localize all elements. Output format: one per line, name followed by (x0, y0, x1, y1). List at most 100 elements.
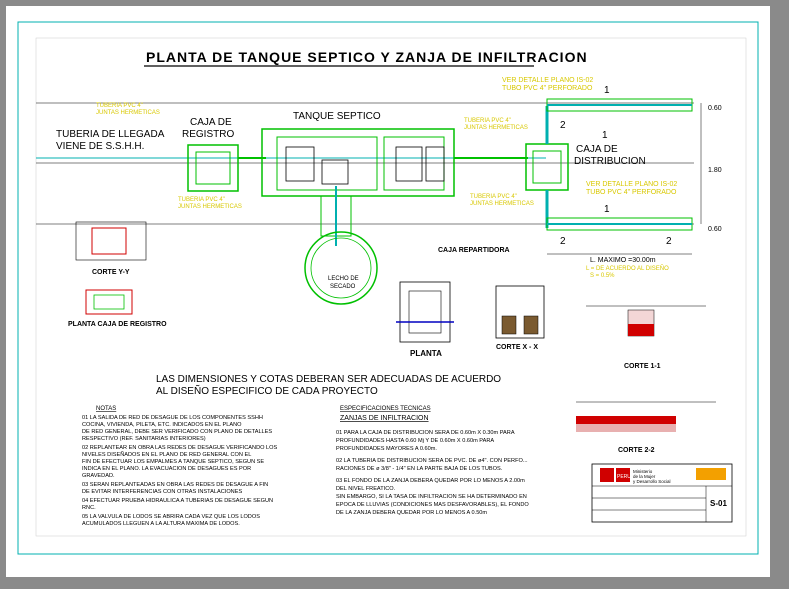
inner-frame (17, 21, 759, 555)
detalle-label: VER DETALLE PLANO IS-02 (586, 181, 677, 188)
section-marker: 1 (604, 85, 610, 96)
nota-line: 04 EFECTUAR PRUEBA HIDRAULICA A TUBERIAS… (82, 498, 273, 504)
lecho-label: SECADO (330, 284, 356, 290)
corte-22-label: CORTE 2-2 (618, 447, 655, 454)
drawing-sheet: PLANTA DE TANQUE SEPTICO Y ZANJA DE INFI… (6, 6, 770, 577)
spec-line: 02 LA TUBERIA DE DISTRIBUCION SERA DE PV… (336, 458, 528, 464)
planta-label: PLANTA (410, 349, 442, 358)
nota-line: RESPECTIVO (REF. SANITARIAS INTERIORES) (82, 436, 206, 442)
zanjas-heading: ZANJAS DE INFILTRACION (340, 415, 429, 422)
lecho-secado-circle-inner (310, 237, 372, 299)
planta-caja-registro-label: PLANTA CAJA DE REGISTRO (68, 321, 167, 328)
nota-line: FIN DE EFECTUAR LOS EMPALMES A TANQUE SE… (82, 459, 264, 465)
nota-line: 05 LA VALVULA DE LODOS SE ABRIRA CADA VE… (82, 514, 260, 520)
spec-line: DE LA ZANJA DEBERA QUEDAR POR LO MENOS A… (336, 510, 487, 516)
tanque-box (321, 159, 349, 185)
ministerio-label: y Desarrollo Social (633, 479, 671, 484)
nota-line: COCINA, VIVIENDA, PILETA, ETC. INDICADOS… (82, 422, 242, 428)
nota-line: INDICA EN EL PLANO. LA EVACUACION DE DES… (82, 466, 251, 472)
peru-logo-box (616, 468, 630, 482)
tanque-chamber-2 (383, 136, 445, 191)
section-marker: 2 (560, 236, 566, 247)
tuberia-label: JUNTAS HERMETICAS (470, 201, 534, 207)
notice-text: AL DISEÑO ESPECIFICO DE CADA PROYECTO (156, 384, 378, 397)
lecho-label: LECHO DE (328, 276, 359, 282)
nota-line: RNC. (82, 505, 96, 511)
corte-11-label: CORTE 1-1 (624, 363, 661, 370)
notice-text: LAS DIMENSIONES Y COTAS DEBERAN SER ADEC… (156, 374, 501, 385)
tuberia-label: TUBERIA PVC 4" (470, 194, 517, 200)
tuberia-label: JUNTAS HERMETICAS (96, 110, 160, 116)
logo-emblem (600, 468, 614, 482)
tuberia-label: JUNTAS HERMETICAS (178, 204, 242, 210)
section-marker: 1 (604, 204, 610, 215)
corte-y-inner (91, 227, 127, 255)
nota-line: 01 LA SALIDA DE RED DE DESAGUE DE LOS CO… (82, 415, 263, 421)
spec-line: 03 EL FONDO DE LA ZANJA DEBERA QUEDAR PO… (336, 478, 525, 484)
detalle-label: TUBO PVC 4" PERFORADO (586, 189, 677, 196)
dimension-label: 0.60 (708, 105, 722, 112)
section-marker: 2 (666, 236, 672, 247)
notas-list: 01 LA SALIDA DE RED DE DESAGUE DE LOS CO… (82, 415, 277, 527)
spec-line: PROFUNDIDADES HASTA 0.60 Mj Y DE 0.60m X… (336, 438, 494, 444)
dimension-label: 1.80 (708, 167, 722, 174)
especificaciones-heading: ESPECIFICACIONES TECNICAS (340, 406, 431, 412)
lecho-secado-circle (304, 231, 378, 305)
tanque-box (425, 146, 445, 182)
tanque-box (395, 146, 423, 182)
tanque-chamber-1 (276, 136, 378, 191)
corte-x-gravel (501, 315, 517, 335)
spec-line: RACIONES DE ø 3/8" - 1/4" EN LA PARTE BA… (336, 466, 503, 472)
corte-22-gravel (576, 424, 676, 432)
nota-line: 03 SERAN REPLANTEADAS EN OBRA LAS REDES … (82, 482, 268, 488)
ministerio-label: de la Mujer (633, 474, 656, 479)
caja-registro-inner (195, 151, 231, 185)
spec-line: SIN EMBARGO, SI LA TASA DE INFILTRACION … (336, 494, 527, 500)
partner-logo (696, 468, 726, 480)
ministerio-label: Ministerio (633, 469, 653, 474)
detalle-label: TUBO PVC 4" PERFORADO (502, 85, 593, 92)
drawing-border (35, 37, 747, 537)
corte-22-pipe (576, 416, 676, 424)
tanque-septico-label: TANQUE SEPTICO (293, 111, 381, 122)
caja-registro-label: REGISTRO (182, 129, 234, 140)
tuberia-label: JUNTAS HERMETICAS (464, 125, 528, 131)
corte-x-box (495, 285, 545, 339)
dimension-label: 0.60 (708, 226, 722, 233)
corte-x-label: CORTE X - X (496, 344, 538, 351)
section-marker: 1 (602, 130, 608, 141)
drawing-canvas: PLANTA DE TANQUE SEPTICO Y ZANJA DE INFI… (17, 21, 759, 555)
pendiente-label: S = 0.5% (590, 273, 615, 279)
tanque-box (285, 146, 315, 182)
spec-line: 01 PARA LA CAJA DE DISTRIBUCION SERA DE … (336, 430, 515, 436)
caja-registro-label: CAJA DE (190, 117, 232, 128)
tuberia-label: TUBERIA PVC 4" (464, 118, 511, 124)
peru-logo-text: PERU (617, 474, 631, 480)
nota-line: GRAVEDAD. (82, 473, 115, 479)
tanque-outer (261, 128, 455, 197)
longitud-nota-label: L = DE ACUERDO AL DISEÑO (586, 265, 669, 272)
nota-line: DE EVITAR INTERFERENCIAS CON OTRAS INSTA… (82, 489, 242, 495)
sheet-number: S-01 (710, 499, 727, 508)
caja-distribucion-inner (532, 150, 562, 184)
caja-registro-outer (187, 144, 239, 192)
planta-caja-detail (85, 289, 133, 315)
detalle-label: VER DETALLE PLANO IS-02 (502, 77, 593, 84)
title-block (591, 463, 733, 523)
nota-line: 02 REPLANTEAR EN OBRA LAS REDES DE DESAG… (82, 445, 277, 451)
corte-y-label: CORTE Y-Y (92, 269, 130, 276)
tuberia-llegada-label: VIENE DE S.S.H.H. (56, 141, 144, 152)
corte-11-gravel (628, 324, 654, 336)
tuberia-llegada-label: TUBERIA DE LLEGADA (56, 129, 165, 140)
corte-y-detail (75, 221, 147, 261)
spec-line: PROFUNDIDADES MAYORES A 0.60m. (336, 446, 437, 452)
longitud-label: L. MAXIMO =30.00m (590, 257, 656, 264)
spec-line: DEL NIVEL FREATICO. (336, 486, 396, 492)
corte-x-gravel (523, 315, 539, 335)
nota-line: ACUMULADOS LLEGUEN A LA ALTURA MAXIMA DE… (82, 521, 240, 527)
spec-line: EPOCA DE LLUVIAS (CONDICIONES MAS DESFAV… (336, 502, 529, 508)
caja-distribucion-label: CAJA DE (576, 144, 618, 155)
caja-repartidora-label: CAJA REPARTIDORA (438, 247, 510, 254)
tuberia-label: TUBERIA PVC 4" (96, 103, 143, 109)
